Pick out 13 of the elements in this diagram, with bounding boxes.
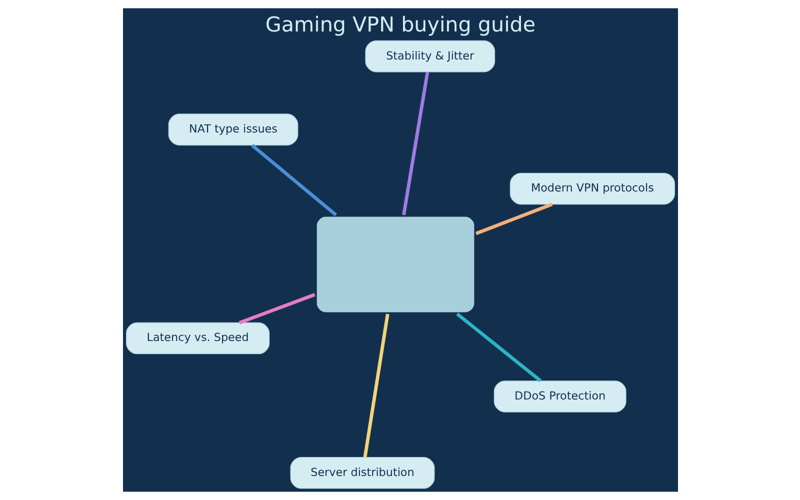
node-box: Latency vs. Speed <box>126 322 270 354</box>
node-box: Server distribution <box>290 457 434 489</box>
node-box: DDoS Protection <box>493 380 626 412</box>
node-box: Stability & Jitter <box>364 40 495 72</box>
node-box: NAT type issues <box>168 114 298 146</box>
connector <box>474 202 552 236</box>
connector <box>456 312 542 382</box>
diagram-title: Gaming VPN buying guide <box>264 12 536 37</box>
connector <box>238 293 315 324</box>
connector <box>250 144 337 216</box>
connector <box>362 314 389 458</box>
node-box: Modern VPN protocols <box>509 172 674 205</box>
connector <box>402 72 429 216</box>
